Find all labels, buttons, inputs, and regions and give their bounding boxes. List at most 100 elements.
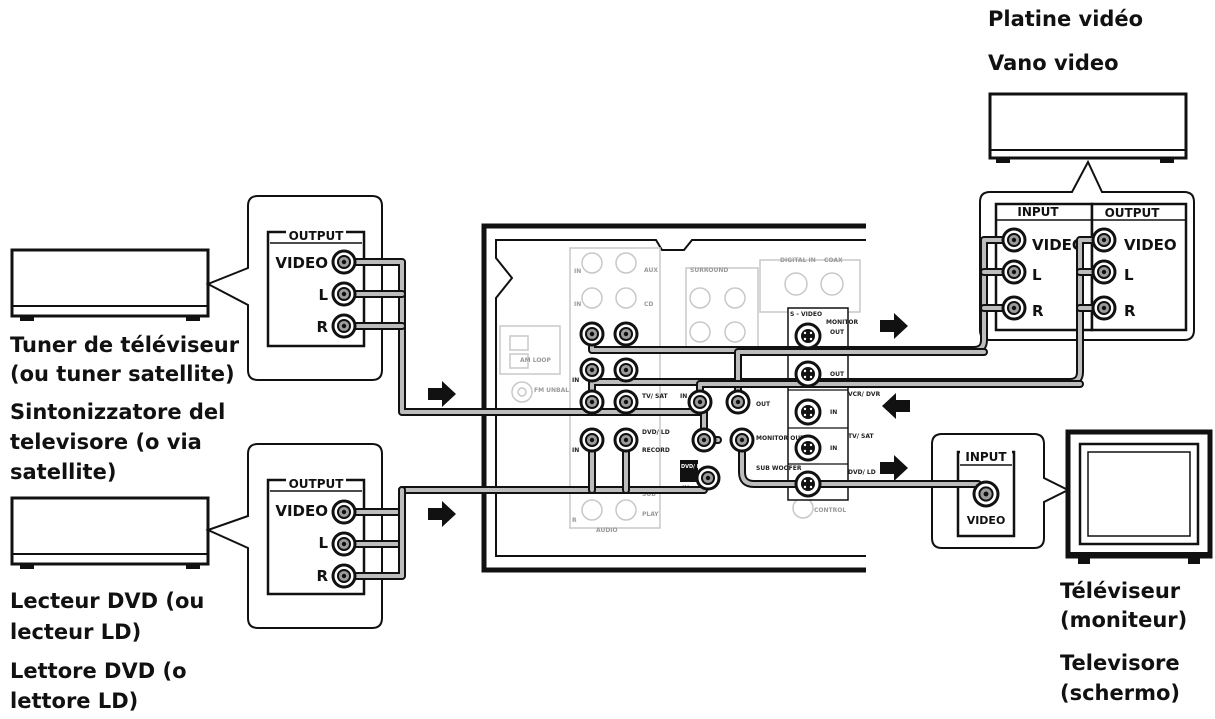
dvd-l-jack xyxy=(331,531,357,557)
tv-foot-left xyxy=(1078,558,1090,564)
vcr-output-header: OUTPUT xyxy=(1105,206,1161,220)
panel-subwoofer-label: SUB WOOFER xyxy=(756,465,802,472)
vcr-input-r-label: R xyxy=(1032,302,1044,320)
panel-dvd-video-jack xyxy=(695,465,721,491)
dvd-label-fr-line1: Lecteur DVD (ou xyxy=(10,589,204,613)
panel-video-in-jack xyxy=(687,389,713,415)
vcr-input-r-jack xyxy=(1001,295,1027,321)
tuner-label-fr-line1: Tuner de téléviseur xyxy=(10,333,240,357)
svg-text:FM UNBAL: FM UNBAL xyxy=(534,387,569,394)
arrow-right-icon xyxy=(428,381,456,407)
dvd-device xyxy=(10,496,210,569)
svg-text:IN: IN xyxy=(574,268,581,275)
dvd-r-label: R xyxy=(316,567,328,585)
panel-vcr-out-l-jack xyxy=(579,321,605,347)
vcr-input-l-label: L xyxy=(1032,266,1042,284)
panel-video-out-jack xyxy=(725,389,751,415)
tv-label-fr-line2: (moniteur) xyxy=(1060,608,1187,632)
vcr-caption: Platine vidéo Vano video xyxy=(988,7,1143,75)
s-video-out-socket xyxy=(794,360,822,388)
s-video-monitor-out-socket xyxy=(794,322,822,350)
s-video-tvsat-label: TV/ SAT xyxy=(848,433,875,440)
arrow-right-icon xyxy=(428,501,456,527)
signal-arrows xyxy=(428,313,910,527)
s-video-in3-socket xyxy=(794,470,822,498)
s-video-vcr-label: VCR/ DVR xyxy=(848,391,881,398)
tuner-l-label: L xyxy=(318,286,328,304)
dvd-l-label: L xyxy=(318,534,328,552)
tuner-l-jack xyxy=(331,281,357,307)
vcr-output-video-label: VIDEO xyxy=(1124,236,1177,254)
tuner-foot-left xyxy=(20,316,34,321)
arrow-right-icon xyxy=(880,455,908,481)
receiver-inner-frame xyxy=(495,239,866,557)
vcr-output-r-jack xyxy=(1091,295,1117,321)
dvd-label-fr-line2: lecteur LD) xyxy=(10,620,141,644)
vcr-body xyxy=(988,92,1188,160)
panel-in-label-3: IN xyxy=(572,447,579,454)
tv-video-input-jack xyxy=(972,480,1000,508)
vcr-output-l-jack xyxy=(1091,259,1117,285)
dvd-foot-left xyxy=(20,564,34,569)
svg-text:AUX: AUX xyxy=(644,267,658,274)
vcr-input-video-jack xyxy=(1001,227,1027,253)
panel-monitor-out-jack xyxy=(729,427,755,453)
panel-control-label: CONTROL xyxy=(814,507,846,514)
vcr-device xyxy=(988,92,1188,163)
tuner-label-fr-line2: (ou tuner satellite) xyxy=(10,362,235,386)
vcr-input-video-label: VIDEO xyxy=(1032,236,1085,254)
dvd-output-callout: OUTPUT VIDEO L R xyxy=(205,443,383,629)
panel-dvd-input-tag xyxy=(680,460,698,482)
s-video-monitor-label: MONITOR xyxy=(826,319,859,326)
tv-input-callout: INPUT VIDEO xyxy=(931,433,1071,549)
tuner-r-label: R xyxy=(316,318,328,336)
vcr-input-l-jack xyxy=(1001,259,1027,285)
panel-tvsat-label: TV/ SAT xyxy=(642,393,669,400)
tuner-label-it-line2: televisore (o via xyxy=(10,430,202,454)
vcr-output-r-label: R xyxy=(1124,302,1136,320)
panel-in-label-1: IN xyxy=(572,377,579,384)
panel-tvsat-r-jack xyxy=(613,389,639,415)
vcr-label-it: Vano video xyxy=(988,51,1119,75)
tv-video-label: VIDEO xyxy=(967,514,1006,527)
svg-text:IN: IN xyxy=(574,301,581,308)
s-video-in1-socket xyxy=(794,398,822,426)
dvd-label-it-line2: lettore LD) xyxy=(10,689,138,713)
tuner-foot-right xyxy=(186,316,200,321)
panel-vcr-out-r-jack xyxy=(613,321,639,347)
svg-text:SURROUND: SURROUND xyxy=(690,267,728,274)
panel-vcr-in-r-jack xyxy=(613,357,639,383)
vcr-output-l-label: L xyxy=(1124,266,1134,284)
tv-device xyxy=(1065,429,1213,564)
vcr-output-video-jack xyxy=(1091,227,1117,253)
svg-text:PLAY: PLAY xyxy=(642,511,659,518)
dvd-foot-right xyxy=(186,564,200,569)
svg-text:DIGITAL IN: DIGITAL IN xyxy=(780,257,816,264)
tv-input-header: INPUT xyxy=(965,450,1007,464)
tuner-r-jack xyxy=(331,313,357,339)
panel-record-label: RECORD xyxy=(642,447,670,454)
tuner-output-header: OUTPUT xyxy=(289,229,345,243)
panel-vcr-in-l-jack xyxy=(579,357,605,383)
svg-text:CD: CD xyxy=(644,301,653,308)
cable-dvd-r xyxy=(340,486,406,580)
tuner-video-label: VIDEO xyxy=(275,254,328,272)
svg-text:COAX: COAX xyxy=(824,257,843,264)
arrow-right-icon xyxy=(880,313,908,339)
tuner-device xyxy=(10,248,210,321)
panel-monitor-out-label: MONITOR OUT xyxy=(756,435,805,442)
tv-foot-right xyxy=(1188,558,1200,564)
panel-dvd-l-jack xyxy=(579,427,605,453)
arrow-left-icon xyxy=(882,393,910,419)
dvd-video-jack xyxy=(331,499,357,525)
panel-tvsat-l-jack xyxy=(579,389,605,415)
panel-tvsat-video-jack xyxy=(691,427,717,453)
tuner-label-it-line3: satellite) xyxy=(10,460,116,484)
receiver-outer-frame xyxy=(481,223,866,573)
dvd-r-jack xyxy=(331,563,357,589)
tv-label-it-line1: Televisore xyxy=(1060,651,1180,675)
tv-screen-inner xyxy=(1087,451,1191,537)
s-video-in1-label: IN xyxy=(830,409,837,416)
dvd-video-label: VIDEO xyxy=(275,502,328,520)
